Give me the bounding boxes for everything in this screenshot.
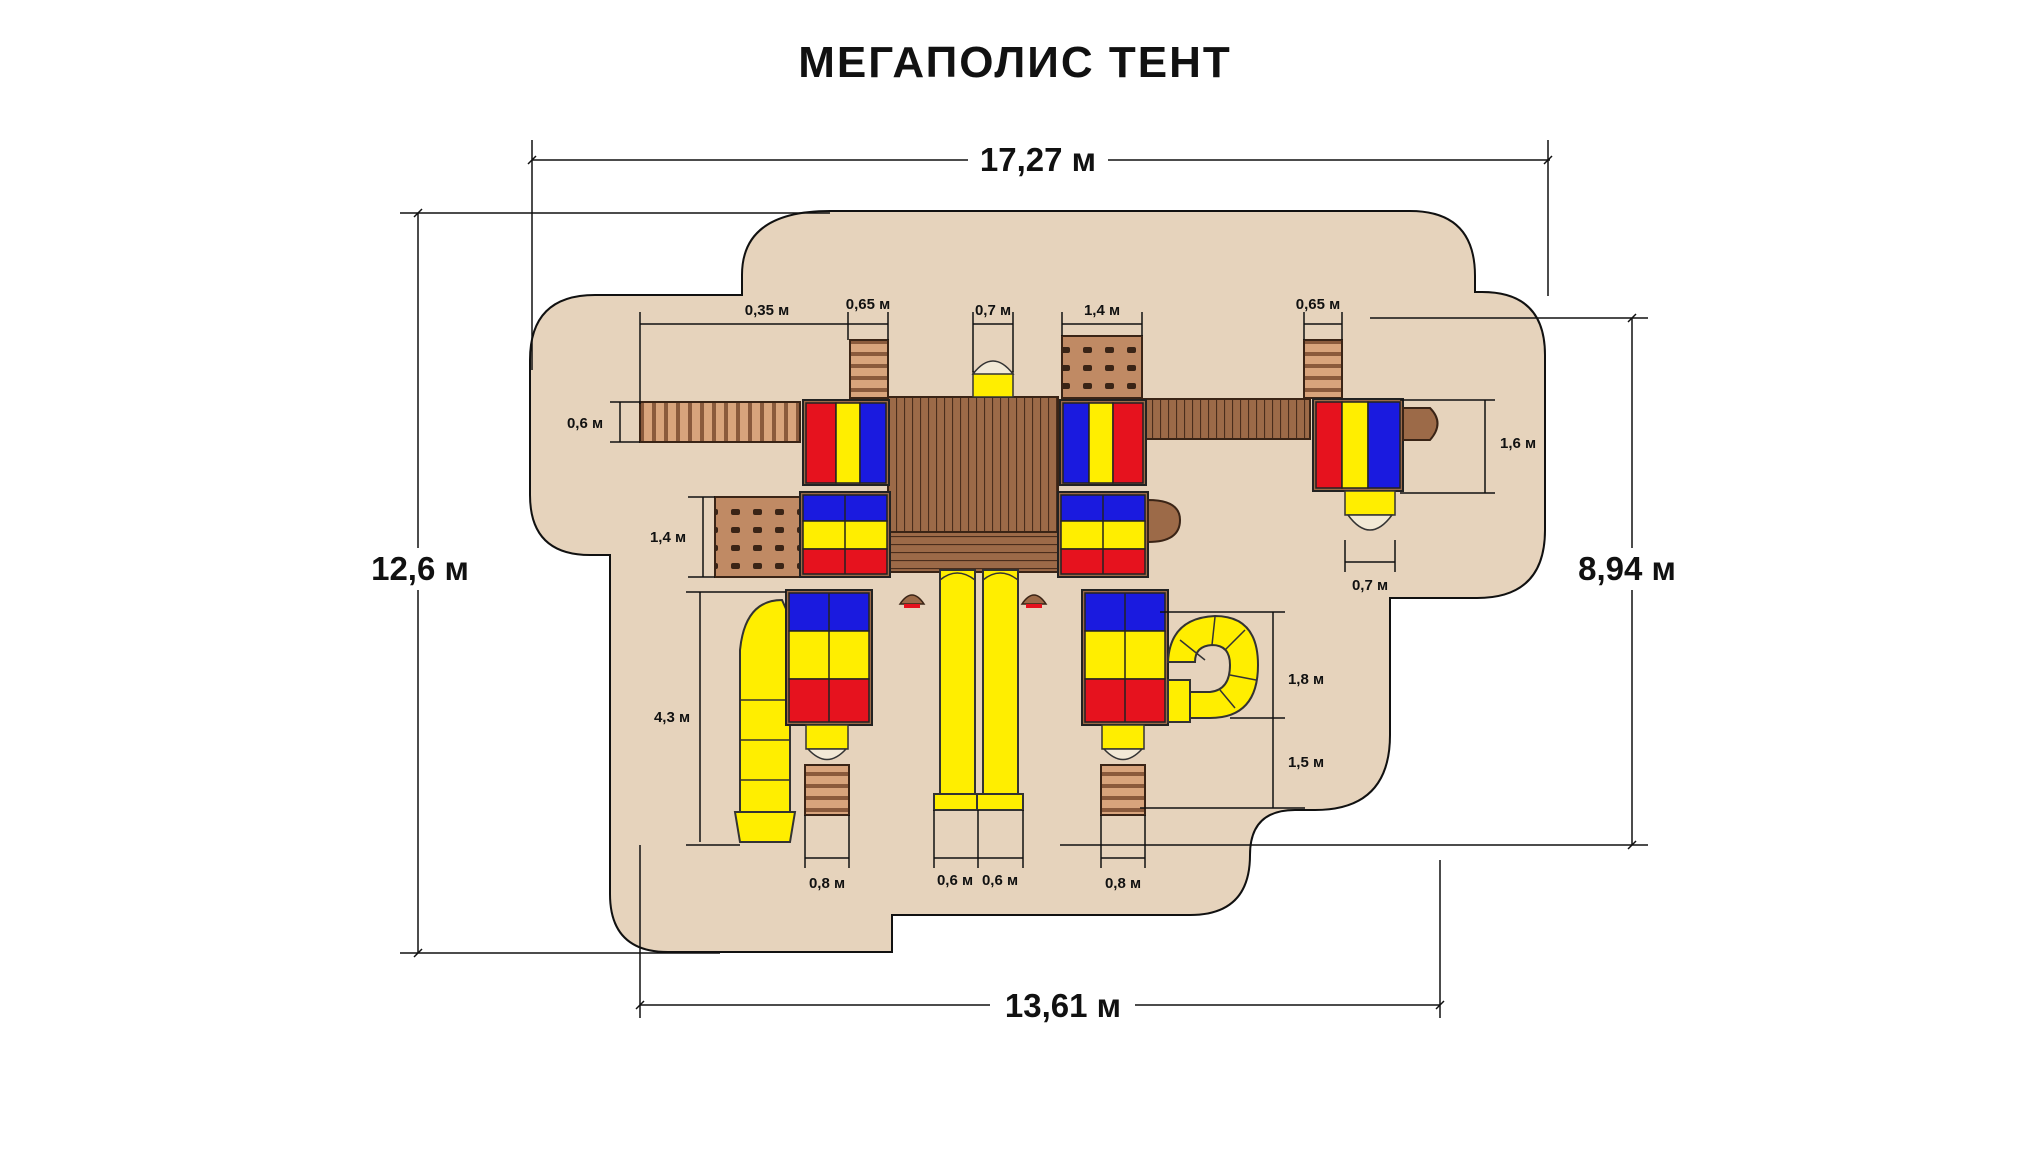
tube-slide-right — [1166, 614, 1260, 723]
dim-tube-slide: 1,8 м — [1288, 671, 1324, 688]
page-title: МЕГАПОЛИС ТЕНТ — [798, 38, 1232, 87]
climber-top — [1061, 335, 1143, 399]
tower-mid-right — [1057, 491, 1149, 578]
dim-overall-depth: 12,6 м — [371, 550, 469, 587]
dim-climber-top: 1,4 м — [1084, 302, 1120, 319]
deck-low — [887, 531, 1059, 573]
dim-tube-slide-exit: 1,5 м — [1288, 754, 1324, 771]
dim-ladder-top-left: 0,65 м — [846, 296, 890, 313]
dim-climber-left: 1,4 м — [650, 529, 686, 546]
ladder-top-right — [1303, 339, 1343, 399]
dim-complex-depth: 8,94 м — [1578, 550, 1676, 587]
deck-right-bridge — [1141, 398, 1311, 440]
dome-right — [1344, 490, 1396, 516]
tower-top-mid — [1059, 399, 1147, 486]
ladder-top-left — [849, 339, 889, 399]
dim-spiral-slide: 4,3 м — [654, 709, 690, 726]
climber-left — [714, 496, 801, 578]
dome-top — [972, 371, 1014, 398]
tower-low-left — [785, 589, 873, 726]
bridge-left — [639, 401, 801, 443]
straight-slide-b — [976, 569, 1024, 811]
ground-area — [529, 210, 1546, 953]
dim-slide-a: 0,6 м — [937, 872, 973, 889]
dim-base-width: 13,61 м — [1005, 987, 1121, 1024]
tower-top-left — [802, 399, 890, 486]
dim-dome-right: 0,7 м — [1352, 577, 1388, 594]
tower-mid-left — [799, 491, 891, 578]
dim-tower-right: 1,6 м — [1500, 435, 1536, 452]
tower-low-right — [1081, 589, 1169, 726]
tower-top-right — [1312, 398, 1404, 492]
dim-offset-left: 0,35 м — [745, 302, 789, 319]
straight-slide-a — [933, 569, 981, 811]
dim-ladder-bottom-left: 0,8 м — [809, 875, 845, 892]
dim-slide-b: 0,6 м — [982, 872, 1018, 889]
dim-dome-top: 0,7 м — [975, 302, 1011, 319]
dim-ladder-top-right: 0,65 м — [1296, 296, 1340, 313]
dim-bridge-left: 0,6 м — [567, 415, 603, 432]
dim-overall-width: 17,27 м — [980, 141, 1096, 178]
ladder-bottom-right — [1100, 764, 1146, 816]
ladder-bottom-left — [804, 764, 850, 816]
dim-ladder-bottom-right: 0,8 м — [1105, 875, 1141, 892]
